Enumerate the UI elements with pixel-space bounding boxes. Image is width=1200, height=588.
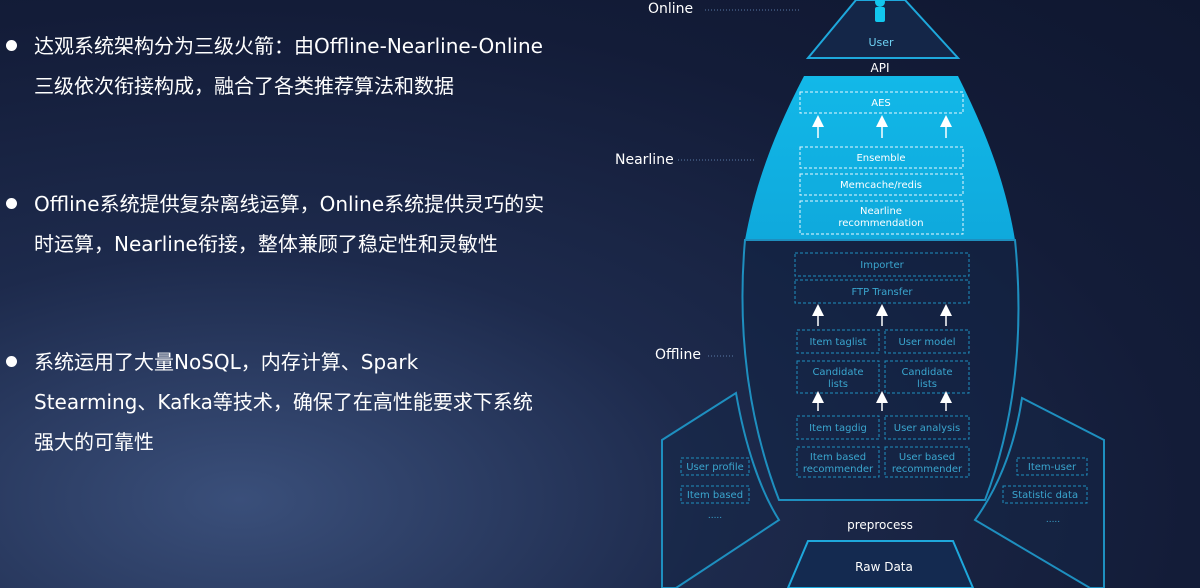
- bullet-text: Offline系统提供复杂离线运算，Online系统提供灵巧的实时运算，Near…: [34, 184, 546, 264]
- statistic-data-label: Statistic data: [1012, 490, 1078, 501]
- item-tagdig-label: Item tagdig: [809, 423, 867, 434]
- tier-label-nearline: Nearline: [615, 152, 674, 168]
- aes-label: AES: [871, 98, 891, 109]
- user-icon: [875, 0, 885, 22]
- offline-stage: [742, 240, 1018, 500]
- candidate-label-1a: Candidate: [812, 367, 863, 378]
- item-taglist-label: Item taglist: [809, 337, 866, 348]
- bullet-dot: [6, 356, 17, 367]
- bullet-text: 系统运用了大量NoSQL，内存计算、Spark Stearming、Kafka等…: [34, 342, 546, 462]
- item-based-label-1: Item based: [810, 452, 866, 463]
- user-based-label-1: User based: [899, 452, 955, 463]
- item-based-label-2: recommender: [803, 464, 874, 475]
- bullet-item: 达观系统架构分为三级火箭：由Offline-Nearline-Online三级依…: [6, 26, 546, 106]
- tier-label-offline: Offline: [655, 347, 701, 363]
- nearline-rec-label-2: recommendation: [838, 218, 923, 229]
- bullet-dot: [6, 40, 17, 51]
- left-item-based-label: Item based: [687, 490, 743, 501]
- raw-data-label: Raw Data: [855, 560, 913, 574]
- left-fin-more: .....: [708, 511, 722, 521]
- importer-label: Importer: [860, 260, 904, 271]
- rocket-architecture-diagram: Online Nearline Offline User API AES Ens…: [600, 0, 1200, 588]
- user-label: User: [868, 36, 894, 49]
- preprocess-label: preprocess: [847, 518, 913, 532]
- ensemble-label: Ensemble: [856, 153, 905, 164]
- api-label: API: [871, 61, 890, 75]
- tier-label-online: Online: [648, 1, 693, 17]
- candidate-label-1b: lists: [828, 379, 848, 390]
- ftp-transfer-label: FTP Transfer: [851, 287, 913, 298]
- bullet-text: 达观系统架构分为三级火箭：由Offline-Nearline-Online三级依…: [34, 26, 546, 106]
- bullet-item: 系统运用了大量NoSQL，内存计算、Spark Stearming、Kafka等…: [6, 342, 546, 462]
- candidate-label-2a: Candidate: [901, 367, 952, 378]
- user-model-label: User model: [898, 337, 955, 348]
- nearline-rec-label-1: Nearline: [860, 206, 902, 217]
- bullet-dot: [6, 198, 17, 209]
- bullet-item: Offline系统提供复杂离线运算，Online系统提供灵巧的实时运算，Near…: [6, 184, 546, 264]
- item-user-label: Item-user: [1028, 462, 1077, 473]
- candidate-label-2b: lists: [917, 379, 937, 390]
- right-fin-more: .....: [1046, 515, 1060, 525]
- user-profile-label: User profile: [686, 462, 744, 473]
- memcache-label: Memcache/redis: [840, 180, 922, 191]
- user-analysis-label: User analysis: [894, 423, 960, 434]
- user-based-label-2: recommender: [892, 464, 963, 475]
